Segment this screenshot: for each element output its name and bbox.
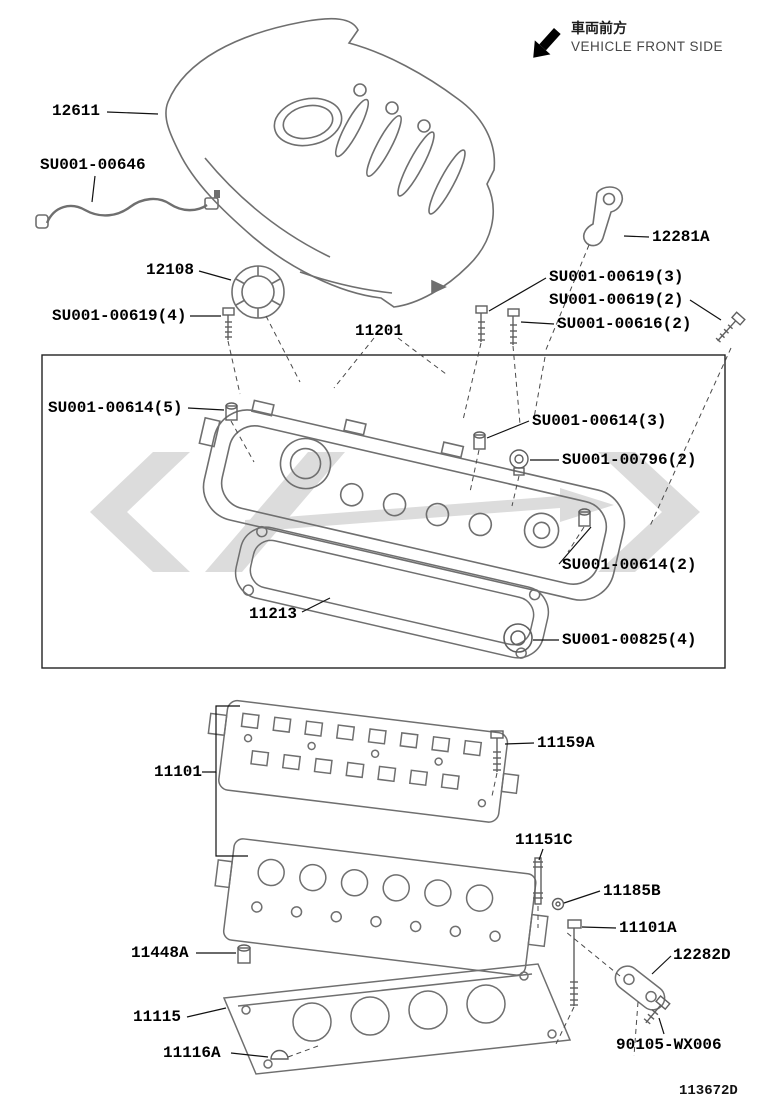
part-label-su001-00616-2[interactable]: SU001-00616(2) <box>557 315 692 333</box>
part-label-12281a[interactable]: 12281A <box>652 228 710 246</box>
part-label-su001-00619-4[interactable]: SU001-00619(4) <box>52 307 187 325</box>
head-bolt-11101a-drawing <box>567 919 582 1006</box>
part-label-11448a[interactable]: 11448A <box>131 944 189 962</box>
cylinder-head-body-drawing <box>214 838 549 976</box>
part-label-11213[interactable]: 11213 <box>249 605 298 623</box>
seal-su001-00614-5-drawing <box>225 402 238 421</box>
bracket-12281a-drawing <box>582 186 624 247</box>
seal-su001-00614-2-drawing <box>578 508 591 527</box>
part-label-su001-00614-5[interactable]: SU001-00614(5) <box>48 399 183 417</box>
part-label-12108[interactable]: 12108 <box>146 261 195 279</box>
grommet-su001-00796-2-drawing <box>509 449 529 476</box>
stud-11151c-drawing <box>533 857 543 905</box>
bolt-su001-00616-2-drawing <box>507 308 520 345</box>
part-label-su001-00614-3[interactable]: SU001-00614(3) <box>532 412 667 430</box>
part-label-90105-wx006[interactable]: 90105-WX006 <box>616 1036 722 1054</box>
part-label-su001-00619-2[interactable]: SU001-00619(2) <box>549 291 684 309</box>
bracket-12282d-drawing <box>614 965 666 1011</box>
vehicle-front-arrow-icon <box>533 27 561 58</box>
plug-11116a-drawing <box>270 1049 289 1060</box>
cover-gasket-drawing <box>234 525 550 659</box>
engine-cover-drawing <box>165 17 496 308</box>
part-label-11101[interactable]: 11101 <box>154 763 203 781</box>
valve-cover-drawing <box>198 399 626 601</box>
part-label-11159a[interactable]: 11159A <box>537 734 595 752</box>
detail-box <box>41 354 726 669</box>
part-label-12611[interactable]: 12611 <box>52 102 101 120</box>
construction-lines <box>227 244 732 1058</box>
seal-su001-00614-3-drawing <box>473 431 486 450</box>
vehicle-front-label-en: VEHICLE FRONT SIDE <box>571 39 724 54</box>
leader-lines <box>91 111 722 1058</box>
part-label-11185b[interactable]: 11185B <box>603 882 661 900</box>
bolt-su001-00619-2-drawing <box>715 311 746 343</box>
part-label-su001-00646[interactable]: SU001-00646 <box>40 156 146 174</box>
part-label-11116a[interactable]: 11116A <box>163 1044 221 1062</box>
seal-su001-00825-4-drawing <box>503 623 533 653</box>
part-label-12282d[interactable]: 12282D <box>673 946 731 964</box>
oil-filler-cap-drawing <box>231 265 285 319</box>
bolt-su001-00619-3-drawing <box>475 305 488 342</box>
part-label-su001-00796-2[interactable]: SU001-00796(2) <box>562 451 697 469</box>
ventilation-hose-drawing <box>35 190 220 229</box>
part-label-11115[interactable]: 11115 <box>133 1008 182 1026</box>
plug-11448a-drawing <box>237 944 251 964</box>
watermark <box>90 452 700 572</box>
part-label-11101a[interactable]: 11101A <box>619 919 677 937</box>
part-label-su001-00825-4[interactable]: SU001-00825(4) <box>562 631 697 649</box>
part-label-11151c[interactable]: 11151C <box>515 831 573 849</box>
part-label-su001-00614-2[interactable]: SU001-00614(2) <box>562 556 697 574</box>
pin-11185b-drawing <box>551 897 565 911</box>
vehicle-front-label-jp: 車両前方 <box>571 21 627 37</box>
diagram-code: 113672D <box>679 1083 738 1099</box>
bolt-11159a-drawing <box>490 730 504 772</box>
part-label-su001-00619-3[interactable]: SU001-00619(3) <box>549 268 684 286</box>
bolt-90105-wx006-drawing <box>643 995 671 1025</box>
head-gasket-drawing <box>222 963 572 1075</box>
part-label-11201[interactable]: 11201 <box>355 322 404 340</box>
camshaft-housing-drawing <box>207 699 520 823</box>
bolt-su001-00619-4-drawing <box>222 307 235 340</box>
